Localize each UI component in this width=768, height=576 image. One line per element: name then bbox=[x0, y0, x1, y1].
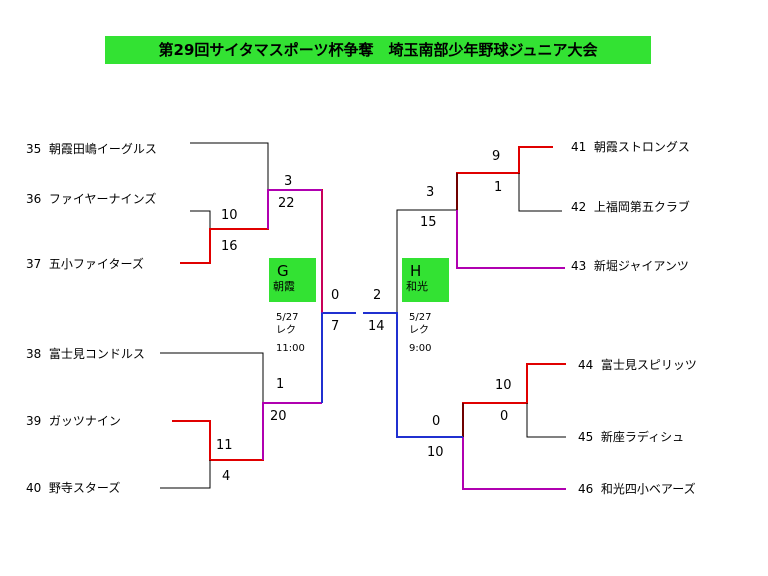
venue-h-letter: H bbox=[410, 262, 422, 280]
line-team-36 bbox=[190, 210, 211, 229]
team-40: 40 野寺スターズ bbox=[26, 481, 121, 495]
score-38: 1 bbox=[276, 377, 285, 392]
score-45: 0 bbox=[500, 409, 509, 424]
score-42: 1 bbox=[494, 180, 503, 195]
score-3637: 22 bbox=[278, 196, 295, 211]
score-right-final-top: 2 bbox=[373, 288, 382, 303]
venue-h-place: レク bbox=[409, 325, 429, 336]
team-41: 41 朝霞ストロングス bbox=[571, 140, 690, 154]
score-left-final-top: 0 bbox=[331, 288, 340, 303]
venue-g-time: 11:00 bbox=[276, 343, 305, 354]
venue-g-date: 5/27 bbox=[276, 312, 299, 323]
score-left-final-bottom: 7 bbox=[331, 319, 340, 334]
score-4445: 0 bbox=[432, 414, 441, 429]
score-37: 16 bbox=[221, 239, 238, 254]
line-team-44-win bbox=[462, 363, 566, 437]
line-team-42 bbox=[518, 173, 562, 212]
team-35: 35 朝霞田嶋イーグルス bbox=[26, 142, 157, 156]
line-team-40 bbox=[160, 460, 211, 489]
line-4142-second bbox=[396, 173, 458, 313]
tournament-title: 第29回サイタマスポーツ杯争奪 埼玉南部少年野球ジュニア大会 bbox=[105, 36, 651, 64]
team-46: 46 和光四小ベアーズ bbox=[578, 482, 696, 496]
line-3940-second bbox=[262, 402, 322, 460]
line-4445-second bbox=[397, 403, 464, 438]
line-3637-second bbox=[267, 189, 322, 229]
score-41: 9 bbox=[492, 149, 501, 164]
line-team-35 bbox=[190, 142, 269, 190]
team-39: 39 ガッツナイン bbox=[26, 414, 121, 428]
team-45: 45 新座ラディシュ bbox=[578, 430, 685, 444]
venue-h-name: 和光 bbox=[406, 280, 428, 293]
score-39: 11 bbox=[216, 438, 233, 453]
venue-g-place: レク bbox=[276, 325, 296, 336]
line-team-45 bbox=[526, 403, 566, 438]
team-42: 42 上福岡第五クラブ bbox=[571, 200, 690, 214]
score-36: 10 bbox=[221, 208, 238, 223]
venue-g-box: G 朝霞 bbox=[269, 258, 316, 302]
line-team-38 bbox=[160, 352, 264, 403]
score-44: 10 bbox=[495, 378, 512, 393]
score-40: 4 bbox=[222, 469, 231, 484]
team-37: 37 五小ファイターズ bbox=[26, 257, 144, 271]
line-team-46 bbox=[462, 437, 566, 490]
score-46: 10 bbox=[427, 445, 444, 460]
line-team-43 bbox=[456, 210, 565, 269]
team-36: 36 ファイヤーナインズ bbox=[26, 192, 157, 206]
score-4142: 3 bbox=[426, 185, 435, 200]
line-team-41-win bbox=[456, 146, 553, 210]
venue-h-box: H 和光 bbox=[402, 258, 449, 302]
score-43: 15 bbox=[420, 215, 437, 230]
team-44: 44 富士見スピリッツ bbox=[578, 358, 697, 372]
venue-h-time: 9:00 bbox=[409, 343, 432, 354]
venue-g-letter: G bbox=[277, 262, 289, 280]
team-38: 38 富士見コンドルス bbox=[26, 347, 145, 361]
score-3940: 20 bbox=[270, 409, 287, 424]
score-35: 3 bbox=[284, 174, 293, 189]
venue-g-name: 朝霞 bbox=[273, 280, 295, 293]
team-43: 43 新堀ジャイアンツ bbox=[571, 259, 689, 273]
score-right-final-bottom: 14 bbox=[368, 319, 385, 334]
venue-h-date: 5/27 bbox=[409, 312, 432, 323]
line-right-final bbox=[363, 312, 463, 438]
